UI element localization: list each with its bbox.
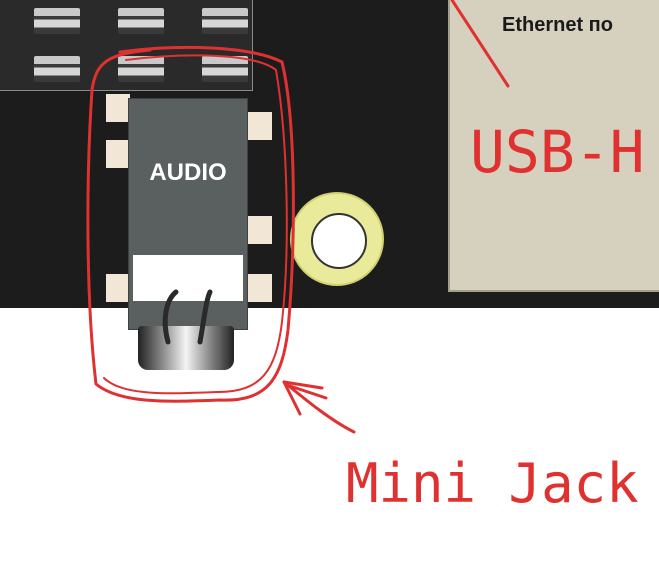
- pin-header: [0, 0, 253, 91]
- solder-pad: [106, 274, 130, 302]
- audio-jack-window: [133, 255, 243, 301]
- pointer-line: [450, 0, 510, 88]
- mounting-hole-center: [311, 213, 367, 269]
- solder-pad: [106, 140, 130, 168]
- header-pin: [34, 8, 80, 34]
- solder-pad: [248, 216, 272, 244]
- circuit-board: Ethernet по: [0, 0, 659, 308]
- solder-pad: [248, 274, 272, 302]
- usb-annotation: USB-H: [470, 118, 645, 186]
- jack-contact: [162, 289, 179, 345]
- highlight-loop-stroke: [103, 54, 288, 395]
- highlight-loop: [86, 45, 295, 403]
- solder-pad: [248, 112, 272, 140]
- header-pin: [202, 56, 248, 82]
- audio-jack-plug: [138, 326, 234, 370]
- header-pin: [118, 8, 164, 34]
- ethernet-label: Ethernet по: [502, 14, 613, 36]
- header-pin: [202, 8, 248, 34]
- audio-jack: AUDIO: [128, 98, 248, 330]
- arrow-head: [282, 380, 328, 416]
- pointer-arrow: [282, 380, 356, 434]
- audio-jack-label: AUDIO: [149, 159, 227, 186]
- header-pin: [34, 56, 80, 82]
- mini-jack-annotation: Mini Jack: [346, 452, 639, 515]
- solder-pad: [106, 94, 130, 122]
- mounting-hole: [290, 192, 384, 286]
- jack-contact: [197, 289, 213, 345]
